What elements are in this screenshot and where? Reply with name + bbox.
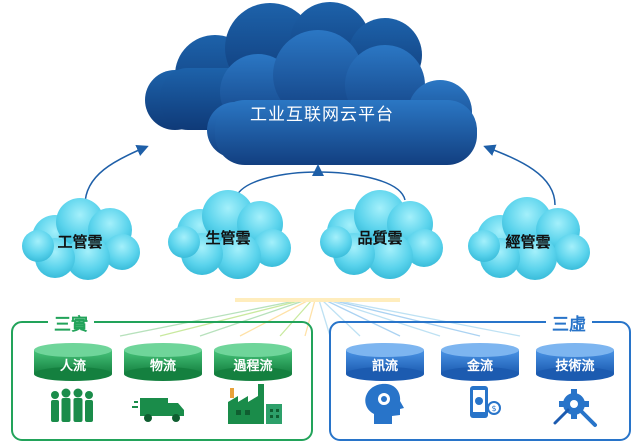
drum-virtual-3 bbox=[536, 343, 614, 381]
factory-icon bbox=[228, 384, 282, 424]
drum-virtual-2 bbox=[441, 343, 519, 381]
main-cloud-front bbox=[207, 30, 477, 165]
virtual-group-box bbox=[329, 321, 631, 441]
drum-virtual-1-label: 訊流 bbox=[371, 359, 398, 374]
drum-real-3 bbox=[214, 343, 292, 381]
drum-real-2-label: 物流 bbox=[149, 359, 176, 374]
connector-arrow-left bbox=[84, 144, 149, 206]
sub-cloud-1-label: 工管雲 bbox=[57, 233, 103, 251]
sub-cloud-3 bbox=[320, 190, 443, 279]
drum-virtual-2-label: 金流 bbox=[466, 359, 493, 374]
drum-virtual-3-label: 技術流 bbox=[555, 359, 595, 374]
brain-head-icon bbox=[365, 383, 404, 424]
svg-text:$: $ bbox=[491, 404, 496, 413]
drum-real-1 bbox=[34, 343, 112, 381]
sub-cloud-4-label: 經管雲 bbox=[505, 233, 551, 251]
drum-virtual-1 bbox=[346, 343, 424, 381]
sub-cloud-2-label: 生管雲 bbox=[205, 229, 251, 247]
real-group-box bbox=[11, 321, 313, 441]
drum-real-1-label: 人流 bbox=[59, 359, 86, 374]
main-cloud-label: 工业互联网云平台 bbox=[250, 105, 394, 125]
truck-icon bbox=[132, 398, 184, 422]
mobile-payment-icon: $ bbox=[470, 386, 501, 418]
connector-arrow-right bbox=[483, 144, 556, 206]
gear-tools-icon bbox=[553, 389, 597, 427]
light-rays bbox=[119, 298, 521, 337]
sub-cloud-3-label: 品質雲 bbox=[357, 229, 403, 247]
virtual-group-title: 三虛 bbox=[546, 310, 592, 335]
people-icon bbox=[51, 388, 93, 422]
drum-real-3-label: 過程流 bbox=[233, 359, 273, 374]
real-group-title: 三實 bbox=[48, 310, 94, 335]
connectors bbox=[84, 144, 556, 206]
main-cloud bbox=[145, 2, 477, 165]
sub-cloud-4 bbox=[468, 197, 590, 280]
drum-real-2 bbox=[124, 343, 202, 381]
sub-cloud-1 bbox=[22, 198, 140, 280]
sub-cloud-2 bbox=[168, 190, 291, 279]
